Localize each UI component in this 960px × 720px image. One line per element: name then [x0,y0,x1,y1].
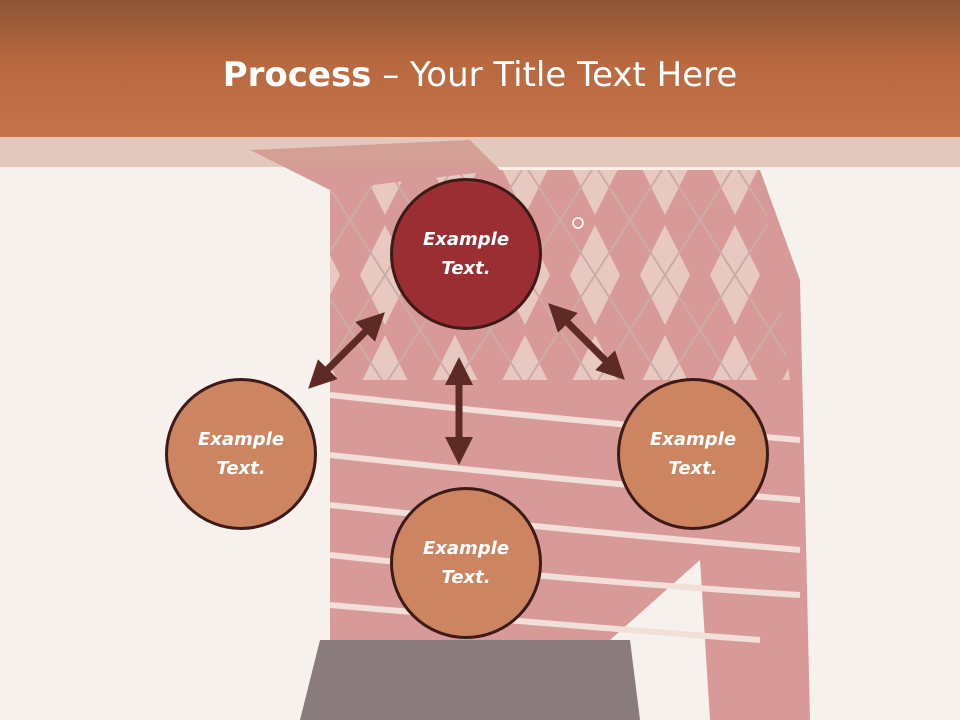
slide-title: Process – Your Title Text Here [0,50,960,100]
right-node: Example Text. [617,378,769,530]
title-bar-band [0,137,960,167]
center-node: Example Text. [390,178,542,330]
left-node: Example Text. [165,378,317,530]
title-rest: – Your Title Text Here [371,55,738,95]
bottom-node: Example Text. [390,487,542,639]
arrow-center-left [308,312,385,389]
title-bar [0,0,960,137]
left-node-text: Example Text. [197,429,285,479]
right-node-text: Example Text. [649,429,737,479]
bottom-node-text: Example Text. [422,538,510,588]
title-bold: Process [222,55,372,95]
center-node-text: Example Text. [422,229,510,279]
arrow-center-right [548,303,625,380]
